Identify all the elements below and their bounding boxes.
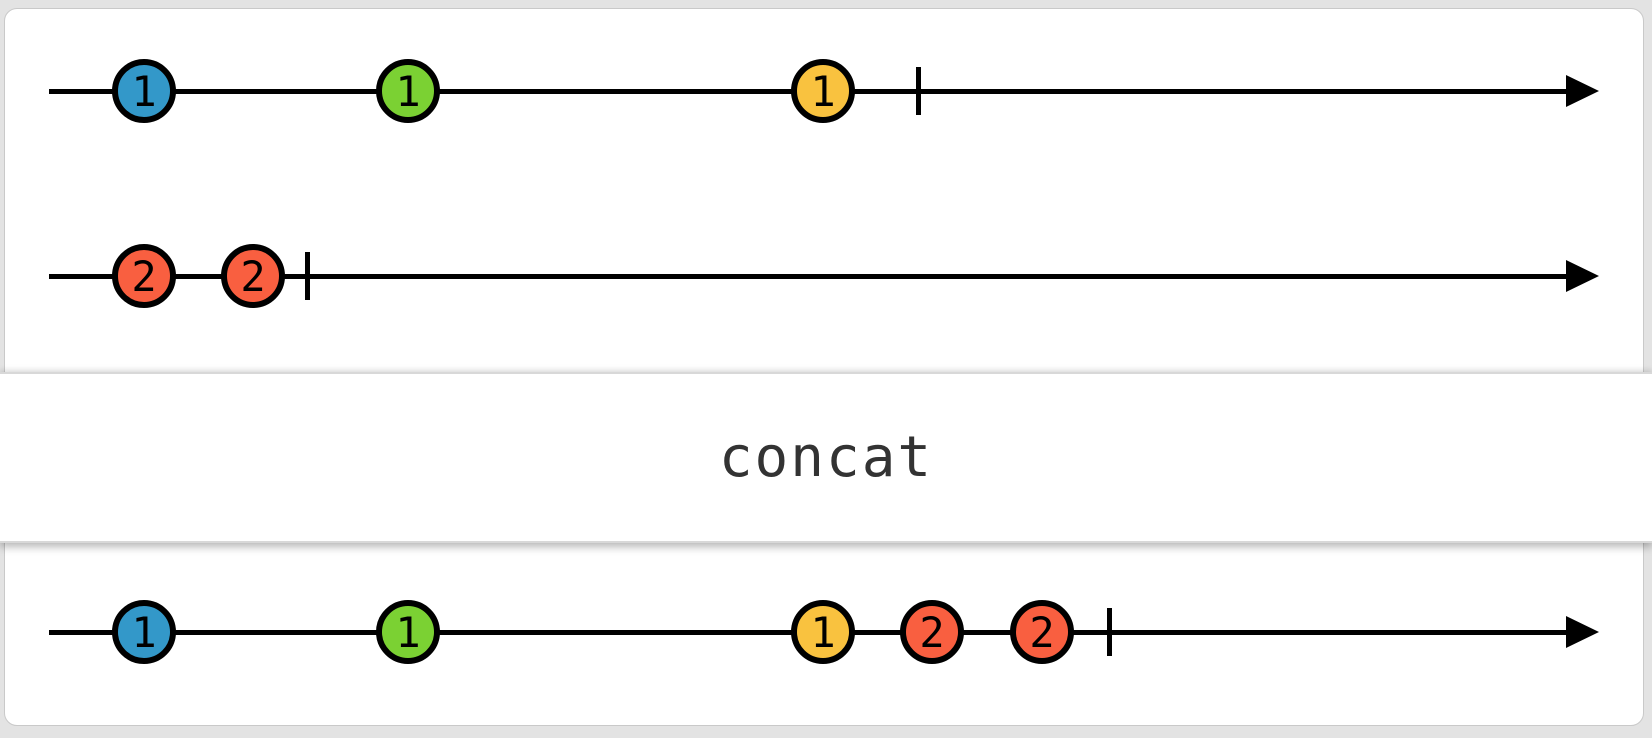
marble-blue-1[interactable]: 1: [112, 59, 176, 123]
marble-green-1[interactable]: 1: [376, 59, 440, 123]
marble-yellow-1[interactable]: 1: [791, 59, 855, 123]
marble-red-2: 2: [900, 600, 964, 664]
complete-tick: [1106, 608, 1112, 656]
marble-green-1: 1: [376, 600, 440, 664]
complete-tick[interactable]: [915, 67, 921, 115]
operator-label: concat: [718, 425, 934, 490]
timeline-axis: [49, 273, 1575, 279]
operator-box: concat: [0, 372, 1652, 543]
marble-red-2[interactable]: 2: [112, 244, 176, 308]
complete-tick[interactable]: [304, 252, 310, 300]
marble-red-2[interactable]: 2: [221, 244, 285, 308]
arrowhead-icon: [1566, 260, 1599, 292]
marble-blue-1: 1: [112, 600, 176, 664]
marble-red-2: 2: [1010, 600, 1074, 664]
arrowhead-icon: [1566, 75, 1599, 107]
marble-yellow-1: 1: [791, 600, 855, 664]
arrowhead-icon: [1566, 616, 1599, 648]
